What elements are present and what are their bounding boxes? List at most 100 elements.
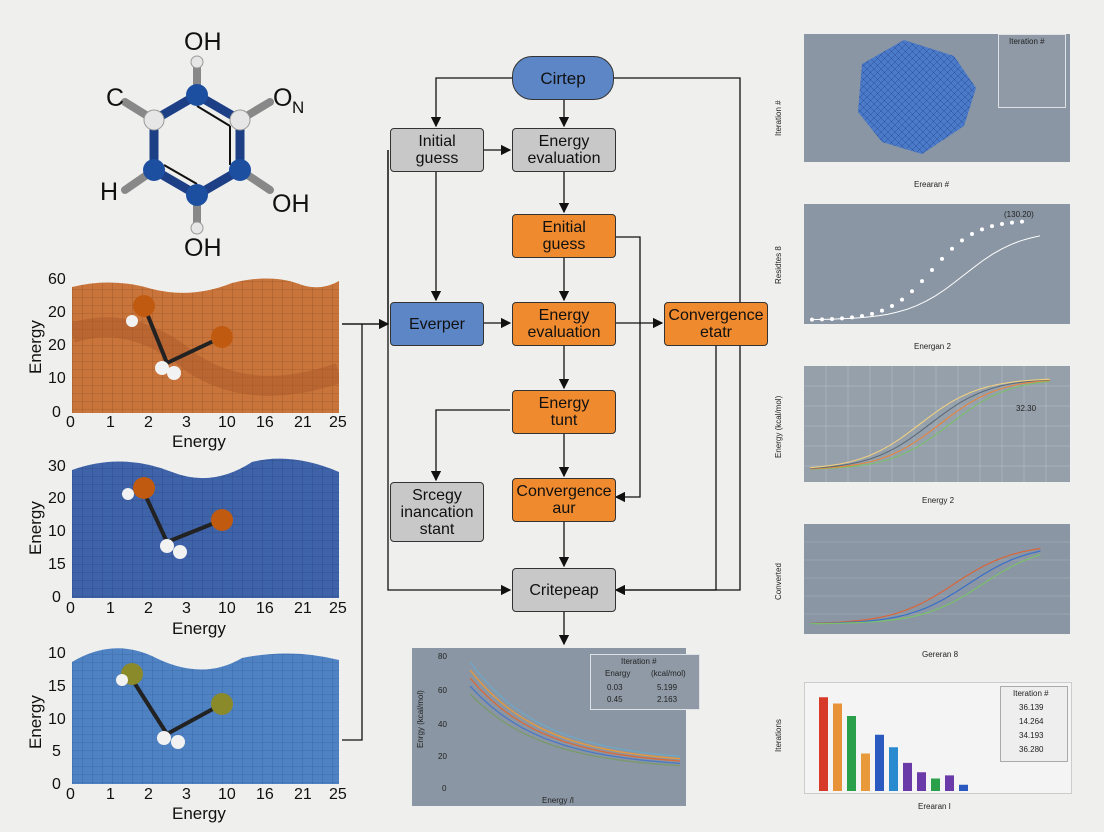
right-chart-1: Iteration # Iteration # Erearan # [772,26,1088,192]
xtick: 21 [294,600,312,617]
bottom-chart-legend: Iteration # Enargy (kcal/mol) 0.03 5.199… [590,654,700,710]
bar [833,703,842,791]
scatter-point [910,289,914,294]
xtick: 2 [144,600,153,617]
r5-bars [819,697,968,791]
r2-tag: (130.20) [1004,210,1034,219]
bar [917,772,926,791]
xtick: 16 [256,786,274,803]
flow-convergence-aur: Convergence aur [512,478,616,522]
legend-row-b1: 0.45 [607,695,623,704]
r4-lines [804,541,1070,625]
surface-1-xticks: 0 1 2 3 10 16 21 25 [62,414,352,434]
series-line [469,677,681,762]
r4-xlabel: Gereran 8 [922,650,959,659]
legend-row-a1: 0.03 [607,683,623,692]
surface-3-xticks: 0 1 2 3 10 16 21 25 [62,786,352,806]
xtick: 1 [106,414,115,431]
scatter-point [900,297,904,302]
scatter-point [980,227,984,232]
xtick: 25 [329,600,347,617]
xtick: 3 [182,786,191,803]
surface-2-ytick: 30 [48,458,66,475]
flow-energy-tunt: Energy tunt [512,390,616,434]
mesh-blob [858,40,976,154]
r1-xlabel: Erearan # [914,180,950,189]
r2-scatter [810,219,1041,322]
bar [875,734,884,791]
right-chart-2-plot [804,204,1070,324]
legend-title: Iteration # [1009,37,1045,46]
r2-xlabel: Energan 2 [914,342,951,351]
r3-tag: 32.30 [1016,404,1037,413]
xtick: 25 [329,414,347,431]
series-line [809,547,1041,624]
flow-everper: Everper [390,302,484,346]
surface-3-xlabel: Energy [172,804,226,823]
surface-1-ytick: 60 [48,271,66,288]
surface-2-ytick: 20 [48,490,66,507]
series-line [469,693,681,767]
bottom-chart-plot [469,661,681,767]
series-line [809,379,1051,469]
mol-label-n: N [292,98,305,117]
xtick: 21 [294,414,312,431]
scatter-point [890,304,894,309]
scatter-point [950,246,954,251]
surface-1-ytick: 20 [48,304,66,321]
surface-2-ytick: 0 [52,589,61,606]
mol-label-oh-bottom: OH [184,234,222,262]
xtick: 1 [106,600,115,617]
bottom-chart-ylabel: Enrgy (kcal/mol) [416,690,425,748]
xtick: 16 [256,600,274,617]
surface-2-xlabel: Energy [172,619,226,638]
r2-ylabel: Residtes 8 [774,246,783,284]
fit-line [811,235,1041,321]
xtick: 10 [218,786,236,803]
r3-ylabel: Energy (kcal/mol) [774,395,783,458]
right-chart-5: Iteration # 36.139 14.264 34.193 36.280 … [772,676,1088,826]
legend-row-b2: 2.163 [657,695,678,704]
bottom-line-chart: Enrgy (kcal/mol) 80 60 40 20 0 Energy /I… [412,648,700,806]
surface-3-ytick: 5 [52,743,61,760]
legend-title: Iteration # [621,657,657,666]
flow-energy-evaluation-1: Energy evaluation [512,128,616,172]
flow-initial-guess-1: Initial guess [390,128,484,172]
right-chart-2: (130.20) Residtes 8 Energan 2 [772,196,1088,356]
bottom-chart-xlabel: Energy /I [542,796,575,805]
r3-lines [804,366,1070,482]
right-chart-4-plot [804,524,1070,634]
right-chart-3-plot [804,366,1070,482]
surface-3-ytick: 0 [52,776,61,793]
series-line [469,685,681,764]
xtick: 10 [218,600,236,617]
bar [959,784,968,791]
bar [819,697,828,791]
xtick: 10 [218,414,236,431]
right-chart-4: Converted Gereran 8 [772,518,1088,668]
surface-2-xticks: 0 1 2 3 10 16 21 25 [62,600,352,620]
scatter-point [990,224,994,229]
series-line [469,669,681,760]
molecule-diagram: OH C O N H OH OH [90,20,350,270]
legend-row: 36.280 [1019,745,1044,754]
r3-xlabel: Energy 2 [922,496,955,505]
xtick: 16 [256,414,274,431]
mol-label-oh-top: OH [184,28,222,56]
flow-energy-evaluation-2: Energy evaluation [512,302,616,346]
scatter-point [1000,221,1004,226]
legend-header-b: (kcal/mol) [651,669,686,678]
bottom-chart-ytick: 0 [442,784,447,793]
scatter-point [1020,219,1024,224]
surface-1-ytick: 20 [48,337,66,354]
scatter-point [870,311,874,316]
bar [847,716,856,791]
scatter-point [960,238,964,243]
bar [903,762,912,791]
scatter-point [940,256,944,261]
surface-1-xlabel: Energy [172,432,226,451]
r5-xlabel: Erearan I [918,802,951,811]
legend-title: Iteration # [1013,689,1049,698]
bar [889,747,898,791]
